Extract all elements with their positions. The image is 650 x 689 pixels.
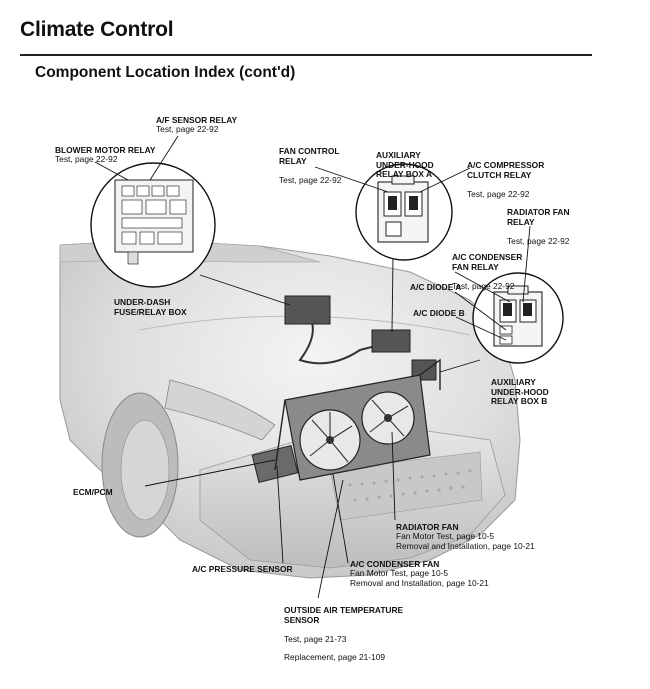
callout-ac-condenser-fan-relay: A/C CONDENSER FAN RELAY Test, page 22-92: [452, 244, 522, 300]
callout-title: ECM/PCM: [73, 487, 113, 497]
callout-title: A/F SENSOR RELAY: [156, 115, 238, 125]
callout-detail: Test, page 22-92: [156, 124, 219, 135]
callout-detail: Removal and Installation, page 10-21: [396, 540, 535, 551]
leader-lines: [94, 135, 531, 599]
callout-title: A/C DIODE A: [410, 282, 462, 292]
callout-aux-box-b: AUXILIARY UNDER-HOOD RELAY BOX B: [491, 369, 549, 416]
callout-detail: Fan Motor Test, page 10-5: [396, 531, 495, 542]
callout-ac-compressor-clutch-relay: A/C COMPRESSOR CLUTCH RELAY Test, page 2…: [467, 152, 544, 208]
callout-title: A/C DIODE B: [413, 308, 465, 318]
callout-fan-control-relay: FAN CONTROL RELAY Test, page 22-92: [279, 138, 341, 194]
callout-radiator-fan: RADIATOR FAN Fan Motor Test, page 10-5 R…: [396, 522, 535, 551]
callout-detail: Removal and Installation, page 10-21: [350, 577, 489, 588]
callout-detail: Test, page 22-92: [279, 174, 342, 185]
callout-ac-pressure-sensor: A/C PRESSURE SENSOR: [192, 564, 293, 574]
callout-detail: Test, page 22-92: [452, 280, 515, 291]
callout-radiator-fan-relay: RADIATOR FAN RELAY Test, page 22-92: [507, 199, 570, 255]
callout-detail: Test, page 22-92: [55, 154, 118, 165]
page-subtitle: Component Location Index (cont'd): [35, 64, 296, 81]
lower-grille: [329, 451, 483, 521]
callout-ac-diode-b: A/C DIODE B: [413, 308, 465, 318]
callout-detail: Test, page 21-73: [284, 633, 347, 644]
callout-detail: Replacement, page 21-109: [284, 652, 386, 663]
headlight: [164, 379, 276, 441]
callout-title: A/C PRESSURE SENSOR: [192, 564, 293, 574]
detail-circle-relay-box-b: [472, 272, 564, 364]
callout-blower-motor-relay: BLOWER MOTOR RELAY Test, page 22-92: [55, 145, 156, 165]
callout-detail: Fan Motor Test, page 10-5: [350, 568, 449, 579]
callout-title: BLOWER MOTOR RELAY: [55, 145, 156, 155]
callout-aux-box-a: AUXILIARY UNDER-HOOD RELAY BOX A: [376, 142, 434, 189]
components: [251, 295, 441, 484]
title-divider: [20, 54, 592, 56]
callout-title: FAN CONTROL RELAY: [279, 146, 340, 166]
callout-ac-condenser-fan: A/C CONDENSER FAN Fan Motor Test, page 1…: [350, 559, 489, 588]
callout-detail: Test, page 22-92: [467, 188, 530, 199]
callout-under-dash-fuse-box: UNDER-DASH FUSE/RELAY BOX: [114, 289, 187, 327]
callout-af-sensor-relay: A/F SENSOR RELAY Test, page 22-92: [156, 115, 238, 135]
callout-title: A/C COMPRESSOR CLUTCH RELAY: [467, 160, 545, 180]
callout-title: OUTSIDE AIR TEMPERATURE SENSOR: [284, 605, 404, 625]
callout-title: A/C CONDENSER FAN RELAY: [452, 252, 523, 272]
callout-title: AUXILIARY UNDER-HOOD RELAY BOX B: [491, 377, 549, 407]
ecm-part: [251, 444, 299, 484]
relay-box-a-part: [371, 329, 411, 353]
fuse-relay-box-part: [284, 295, 331, 325]
callout-title: RADIATOR FAN: [396, 522, 459, 532]
wheel-rim: [120, 419, 170, 521]
grille-dots: [348, 469, 472, 502]
callout-ecm-pcm: ECM/PCM: [73, 487, 113, 497]
callout-title: AUXILIARY UNDER-HOOD RELAY BOX A: [376, 150, 434, 180]
callout-title: A/C CONDENSER FAN: [350, 559, 440, 569]
detail-circle-fuse-box: [90, 162, 216, 288]
callout-detail: Test, page 22-92: [507, 235, 570, 246]
callout-ac-diode-a: A/C DIODE A: [410, 282, 462, 292]
callout-outside-air-temp-sensor: OUTSIDE AIR TEMPERATURE SENSOR Test, pag…: [284, 597, 403, 672]
page-title: Climate Control: [20, 18, 174, 41]
callout-title: UNDER-DASH FUSE/RELAY BOX: [114, 297, 187, 317]
callout-title: RADIATOR FAN RELAY: [507, 207, 570, 227]
condenser-lines: [274, 358, 441, 471]
